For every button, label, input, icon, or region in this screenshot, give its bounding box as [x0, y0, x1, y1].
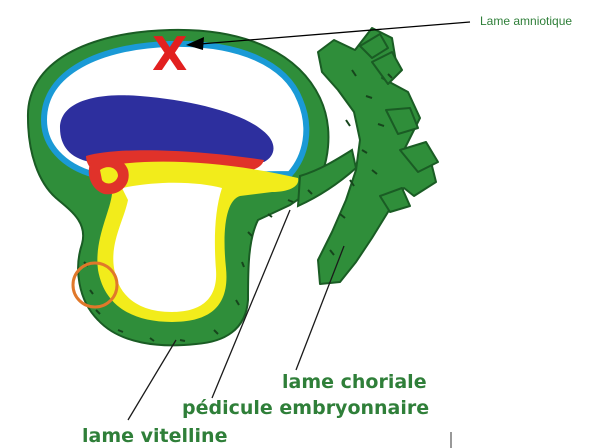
x-marker: X	[152, 27, 187, 81]
yolk-sac-cavity	[113, 183, 222, 312]
label-pedicule-embryonnaire: pédicule embryonnaire	[182, 397, 429, 419]
chorionic-villi	[318, 28, 438, 284]
label-lame-choriale: lame choriale	[282, 371, 427, 393]
label-lame-vitelline: lame vitelline	[82, 425, 227, 447]
label-lame-amniotique: Lame amniotique	[480, 14, 572, 28]
